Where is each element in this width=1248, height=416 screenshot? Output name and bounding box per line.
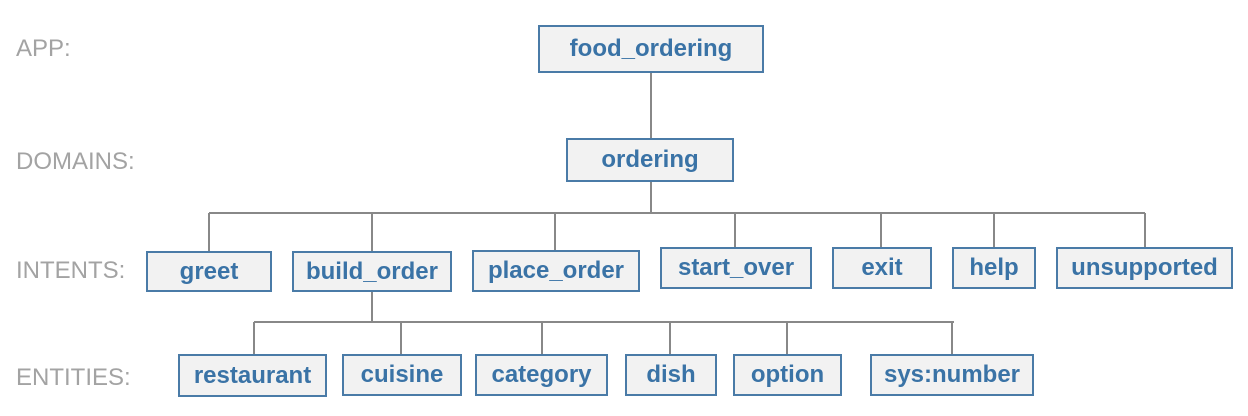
intent-node-build-order[interactable]: build_order <box>292 251 452 292</box>
level-label-entities: ENTITIES: <box>16 364 131 391</box>
intent-node-exit[interactable]: exit <box>832 247 932 289</box>
intent-node-place-order[interactable]: place_order <box>472 250 640 292</box>
entity-node-cuisine[interactable]: cuisine <box>342 354 462 396</box>
level-label-intents: INTENTS: <box>16 257 126 284</box>
intent-node-greet[interactable]: greet <box>146 251 272 292</box>
entity-node-sys-number[interactable]: sys:number <box>870 354 1034 396</box>
entity-node-dish[interactable]: dish <box>625 354 717 396</box>
entity-node-option[interactable]: option <box>733 354 842 396</box>
intent-node-help[interactable]: help <box>952 247 1036 289</box>
level-label-domains: DOMAINS: <box>16 148 135 175</box>
intent-node-unsupported[interactable]: unsupported <box>1056 247 1233 289</box>
intent-node-start-over[interactable]: start_over <box>660 247 812 289</box>
level-label-app: APP: <box>16 35 71 62</box>
domain-node[interactable]: ordering <box>566 138 734 182</box>
app-node[interactable]: food_ordering <box>538 25 764 73</box>
entity-node-restaurant[interactable]: restaurant <box>178 354 327 397</box>
entity-node-category[interactable]: category <box>475 354 608 396</box>
